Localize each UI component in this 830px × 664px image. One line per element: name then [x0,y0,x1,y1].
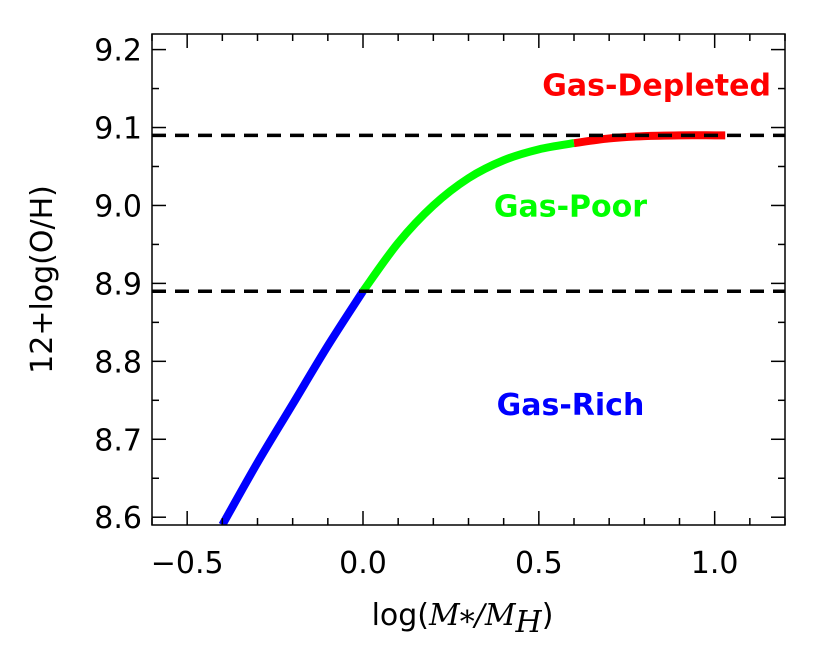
reference-line-layer [152,133,785,293]
x-tick-label: 1.0 [691,546,739,581]
y-tick-label: 9.2 [94,34,142,69]
x-axis-title-prefix: log( [372,598,429,633]
x-axis-title-suffix: ) [542,598,554,633]
x-axis-title-numerator: M [428,598,461,633]
x-axis-title-slash: / [472,598,488,633]
x-tick-label: −0.5 [151,546,224,581]
region-label-gas-poor: Gas-Poor [494,189,647,224]
series-gas-poor-line [359,139,575,294]
region-label-gas-rich: Gas-Rich [497,388,645,423]
x-tick-label: 0.5 [515,546,563,581]
x-axis-title-numerator-subscript: * [460,605,475,640]
x-axis-title-denominator: M [484,598,517,633]
x-axis-title-denominator-subscript: H [515,605,543,640]
x-axis-title: log(M*/MH) [372,598,554,640]
y-tick-label: 9.1 [94,112,142,147]
plot-frame [151,33,786,526]
series-layer [218,131,726,525]
y-tick-label: 8.6 [94,501,142,536]
x-tick-label: 0.0 [339,546,387,581]
y-tick-label: 8.9 [94,267,142,302]
y-tick-label: 9.0 [94,189,142,224]
series-gas-rich-line [218,289,367,525]
y-tick-label: 8.8 [94,345,142,380]
y-tick-label: 8.7 [94,423,142,458]
y-axis-title: 12+log(O/H) [25,185,60,374]
region-label-gas-depleted: Gas-Depleted [542,69,771,104]
ticks-layer: −0.5 0.0 0.5 1.0 8.6 8.7 8.8 8.9 9.0 9.1 9.2 [94,34,786,581]
